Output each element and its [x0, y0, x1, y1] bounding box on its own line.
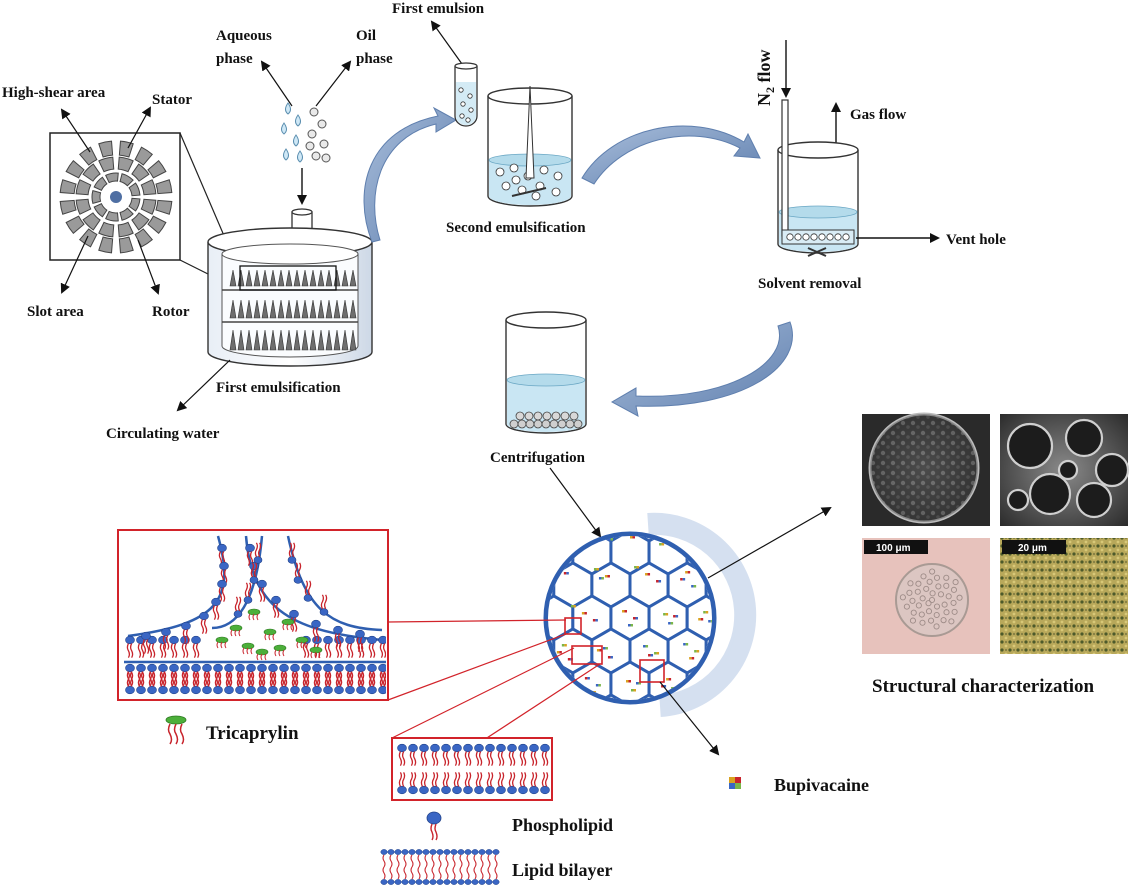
flow-arrow-to-second [363, 106, 458, 243]
lipid-bilayer-legend-icon [380, 849, 500, 885]
optical-internal-compartments [899, 568, 963, 630]
inset-bilayer-lipids [397, 743, 550, 795]
oil-label-line1: Oil [356, 28, 376, 44]
rotor-center [110, 191, 122, 203]
first-emulsion-label: First emulsion [392, 1, 485, 17]
tube-droplets [458, 87, 474, 123]
rotor-label: Rotor [152, 304, 190, 320]
bupivacaine-legend-icon [729, 777, 741, 789]
scale-bar-20: 20 μm [1018, 543, 1047, 554]
centrifugation-label: Centrifugation [490, 450, 586, 466]
second-emulsification-label: Second emulsification [446, 220, 586, 236]
stator-rotor-inset [49, 132, 181, 261]
first-emulsification-label: First emulsification [216, 380, 341, 396]
first-emulsion-tube [454, 62, 478, 127]
second-emulsification-beaker [487, 85, 573, 207]
tricaprylin-label: Tricaprylin [206, 723, 299, 744]
phospholipid-label: Phospholipid [512, 815, 613, 835]
honeycomb-compartments [548, 536, 712, 700]
rotor-rings [59, 140, 173, 254]
stator-label: Stator [152, 92, 192, 108]
scale-bar-100: 100 μm [876, 543, 911, 554]
solvent-removal-beaker [777, 99, 859, 257]
sem-image-closeup [1000, 414, 1130, 526]
n2-flow-label: N2 flow [754, 50, 777, 107]
phospholipid-legend-icon [426, 811, 442, 841]
multivesicular-particle [543, 512, 757, 717]
gas-flow-label: Gas flow [850, 107, 906, 123]
centrifugation-beaker [505, 311, 587, 434]
sem-pores [1006, 418, 1130, 519]
tricaprylin-core [215, 608, 323, 661]
junction-phospholipids [125, 542, 386, 695]
flow-arrow-to-centrifuge [610, 321, 793, 417]
circulating-water-label: Circulating water [106, 426, 220, 442]
sediment-particles [509, 411, 583, 429]
bilayer-inset [391, 737, 553, 801]
sem-image-whole-particle [862, 412, 990, 526]
tricaprylin-legend-icon [165, 715, 187, 745]
structural-characterization-label: Structural characterization [872, 676, 1095, 697]
aqueous-label-line2: phase [216, 51, 253, 67]
bupivacaine-label: Bupivacaine [774, 775, 869, 795]
oil-label-line2: phase [356, 51, 393, 67]
first-emulsification-vessel [207, 208, 373, 367]
optical-image-particle: 100 μm [862, 538, 990, 654]
aqueous-oil-droplets [281, 102, 331, 163]
slot-area-label: Slot area [27, 304, 84, 320]
high-shear-area-label: High-shear area [2, 85, 106, 101]
solvent-droplets [786, 233, 850, 241]
membrane-junction-inset [117, 529, 389, 701]
aqueous-label-line1: Aqueous [216, 28, 272, 44]
optical-image-closeup: 20 μm [1000, 538, 1128, 654]
lipid-bilayer-label: Lipid bilayer [512, 860, 613, 880]
solvent-removal-label: Solvent removal [758, 276, 861, 292]
flow-arrow-to-solvent [581, 125, 761, 185]
vent-hole-label: Vent hole [946, 232, 1006, 248]
